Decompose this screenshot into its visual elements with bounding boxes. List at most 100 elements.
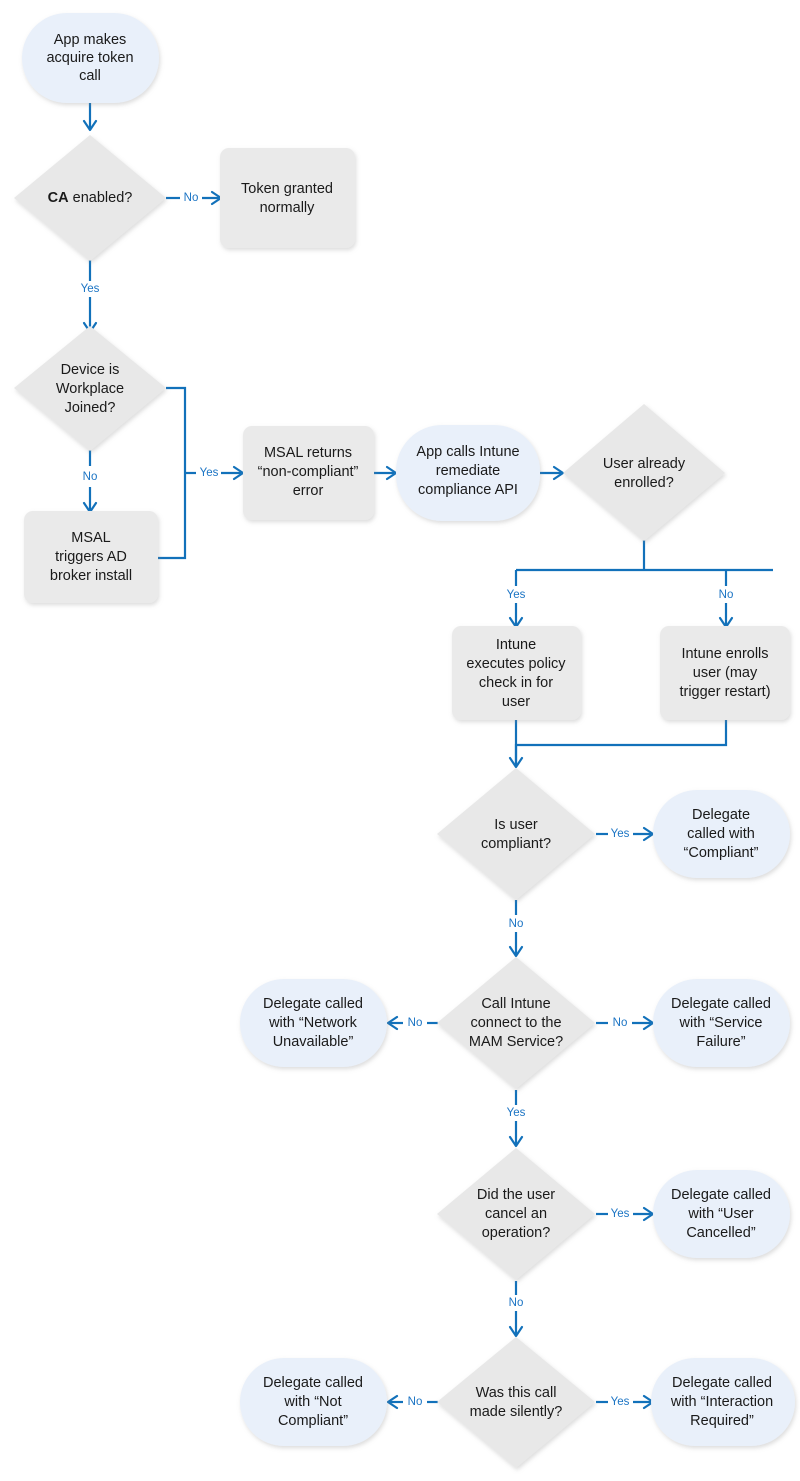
node-line-3: MAM Service? [469, 1034, 563, 1050]
node-app-calls-intune-remediate-compliance-api[interactable]: App calls Intune remediate compliance AP… [396, 425, 540, 521]
node-msal-returns-non-compliant-error[interactable]: MSAL returns “non-compliant” error [243, 426, 374, 520]
node-line-3: check in for [479, 675, 553, 691]
node-line-2: compliant? [481, 836, 551, 852]
node-line-1: Token granted [241, 181, 333, 197]
node-line-2: enrolled? [614, 475, 674, 491]
node-line-2: connect to the [470, 1015, 561, 1031]
node-delegate-called-with-interaction-required[interactable]: Delegate called with “Interaction Requir… [651, 1358, 795, 1446]
edge-label-cancel-yes: Yes [611, 1208, 630, 1220]
node-line-2: with “Service [679, 1015, 763, 1031]
node-line-2: normally [260, 200, 316, 216]
node-line-3: error [293, 483, 324, 499]
arrowhead-mam-left-no [386, 1015, 399, 1031]
node-ca-enabled-decision[interactable]: CA enabled? [14, 135, 166, 261]
node-line-2: with “Network [268, 1015, 358, 1031]
node-line-1: Delegate [692, 807, 750, 823]
node-line-1: Is user [494, 817, 538, 833]
node-token-granted-normally[interactable]: Token granted normally [220, 148, 355, 248]
edge-label-mam-left-no: No [408, 1017, 423, 1029]
node-line-2: with “User [687, 1206, 753, 1222]
node-line-1: Delegate called [263, 996, 363, 1012]
node-shape-pill [240, 979, 387, 1067]
edge-label-mam-right-no: No [613, 1017, 628, 1029]
node-line-2: with “Interaction [670, 1394, 773, 1410]
node-device-workplace-joined-decision[interactable]: Device is Workplace Joined? [14, 326, 166, 451]
node-delegate-called-with-compliant[interactable]: Delegate called with “Compliant” [653, 790, 790, 878]
node-line-3: Joined? [65, 400, 116, 416]
node-line-3: Failure” [696, 1034, 745, 1050]
node-line-2: remediate [436, 463, 500, 479]
node-delegate-called-with-not-compliant[interactable]: Delegate called with “Not Compliant” [240, 1358, 387, 1446]
node-label-ca-enabled: CA enabled? [48, 190, 133, 206]
node-line-2: acquire token [46, 50, 133, 66]
node-shape-pill [22, 13, 159, 103]
arrowhead-start-to-ca [82, 119, 98, 132]
edge-label-silent-yes: Yes [611, 1396, 630, 1408]
arrowhead-silent-no [386, 1394, 399, 1410]
node-line-2: triggers AD [55, 549, 127, 565]
node-line-3: “Compliant” [684, 845, 759, 861]
node-line-2: “non-compliant” [258, 464, 359, 480]
node-shape-diamond [563, 404, 725, 541]
node-line-1: Was this call [476, 1385, 557, 1401]
node-shape-box [220, 148, 355, 248]
edge-label-compliant-no: No [509, 918, 524, 930]
node-app-makes-acquire-token-call[interactable]: App makes acquire token call [22, 13, 159, 103]
node-shape-box [243, 426, 374, 520]
edge-label-cancel-no: No [509, 1297, 524, 1309]
node-shape-pill [396, 425, 540, 521]
edge-label-wj-no: No [83, 471, 98, 483]
node-line-2: Workplace [56, 381, 124, 397]
node-shape-pill [651, 1358, 795, 1446]
edge-label-compliant-yes: Yes [611, 828, 630, 840]
node-line-1: App makes [54, 32, 127, 48]
node-line-1: Did the user [477, 1187, 555, 1203]
arrowhead-merge-to-compliant [508, 756, 524, 769]
edge-label-ca-yes: Yes [81, 283, 100, 295]
node-line-3: compliance API [418, 482, 518, 498]
node-shape-pill [240, 1358, 387, 1446]
node-delegate-called-with-user-cancelled[interactable]: Delegate called with “User Cancelled” [653, 1170, 790, 1258]
node-line-1: Device is [61, 362, 120, 378]
node-user-already-enrolled-decision[interactable]: User already enrolled? [563, 404, 725, 541]
edge-labels: No Yes No Yes Yes No Yes No No No Yes Ye… [81, 192, 734, 1408]
node-call-intune-connect-mam-decision[interactable]: Call Intune connect to the MAM Service? [437, 957, 595, 1089]
node-msal-triggers-ad-broker-install[interactable]: MSAL triggers AD broker install [24, 511, 158, 603]
node-shape-diamond [437, 1148, 595, 1280]
node-line-1: User already [603, 456, 686, 472]
edge-merge-to-compliant [514, 720, 728, 765]
edge-label-enrolled-no: No [719, 589, 734, 601]
node-intune-executes-policy-check-in[interactable]: Intune executes policy check in for user [452, 626, 581, 720]
node-line-1: Intune [496, 637, 536, 653]
node-line-2: with “Not [283, 1394, 341, 1410]
arrowhead-mam-yes [508, 1135, 524, 1148]
node-delegate-called-with-network-unavailable[interactable]: Delegate called with “Network Unavailabl… [240, 979, 387, 1067]
node-line-3: Compliant” [278, 1413, 348, 1429]
node-shape-diamond [14, 135, 166, 261]
node-line-2: cancel an [485, 1206, 547, 1222]
node-line-3: operation? [482, 1225, 551, 1241]
node-shape-diamond [437, 768, 595, 900]
node-shape-pill [653, 1170, 790, 1258]
node-line-1: Delegate called [671, 996, 771, 1012]
node-label-rest: enabled? [69, 190, 133, 206]
node-shape-pill [653, 790, 790, 878]
node-delegate-called-with-service-failure[interactable]: Delegate called with “Service Failure” [653, 979, 790, 1067]
connectors: Token granted --> Device is Workplace Jo… [82, 103, 773, 1410]
node-line-1: MSAL [71, 530, 111, 546]
node-is-user-compliant-decision[interactable]: Is user compliant? [437, 768, 595, 900]
edge-label-enrolled-yes: Yes [507, 589, 526, 601]
node-intune-enrolls-user[interactable]: Intune enrolls user (may trigger restart… [660, 626, 790, 720]
node-line-1: Intune enrolls [681, 646, 768, 662]
edge-label-silent-no: No [408, 1396, 423, 1408]
node-was-call-made-silently-decision[interactable]: Was this call made silently? [437, 1337, 595, 1468]
edge-wj-yes-bus [158, 386, 187, 560]
node-line-3: Required” [690, 1413, 754, 1429]
edge-label-ca-no: No [184, 192, 199, 204]
node-did-user-cancel-operation-decision[interactable]: Did the user cancel an operation? [437, 1148, 595, 1280]
edge-label-wj-yes: Yes [200, 467, 219, 479]
node-line-3: Unavailable” [273, 1034, 354, 1050]
node-shape-pill [653, 979, 790, 1067]
